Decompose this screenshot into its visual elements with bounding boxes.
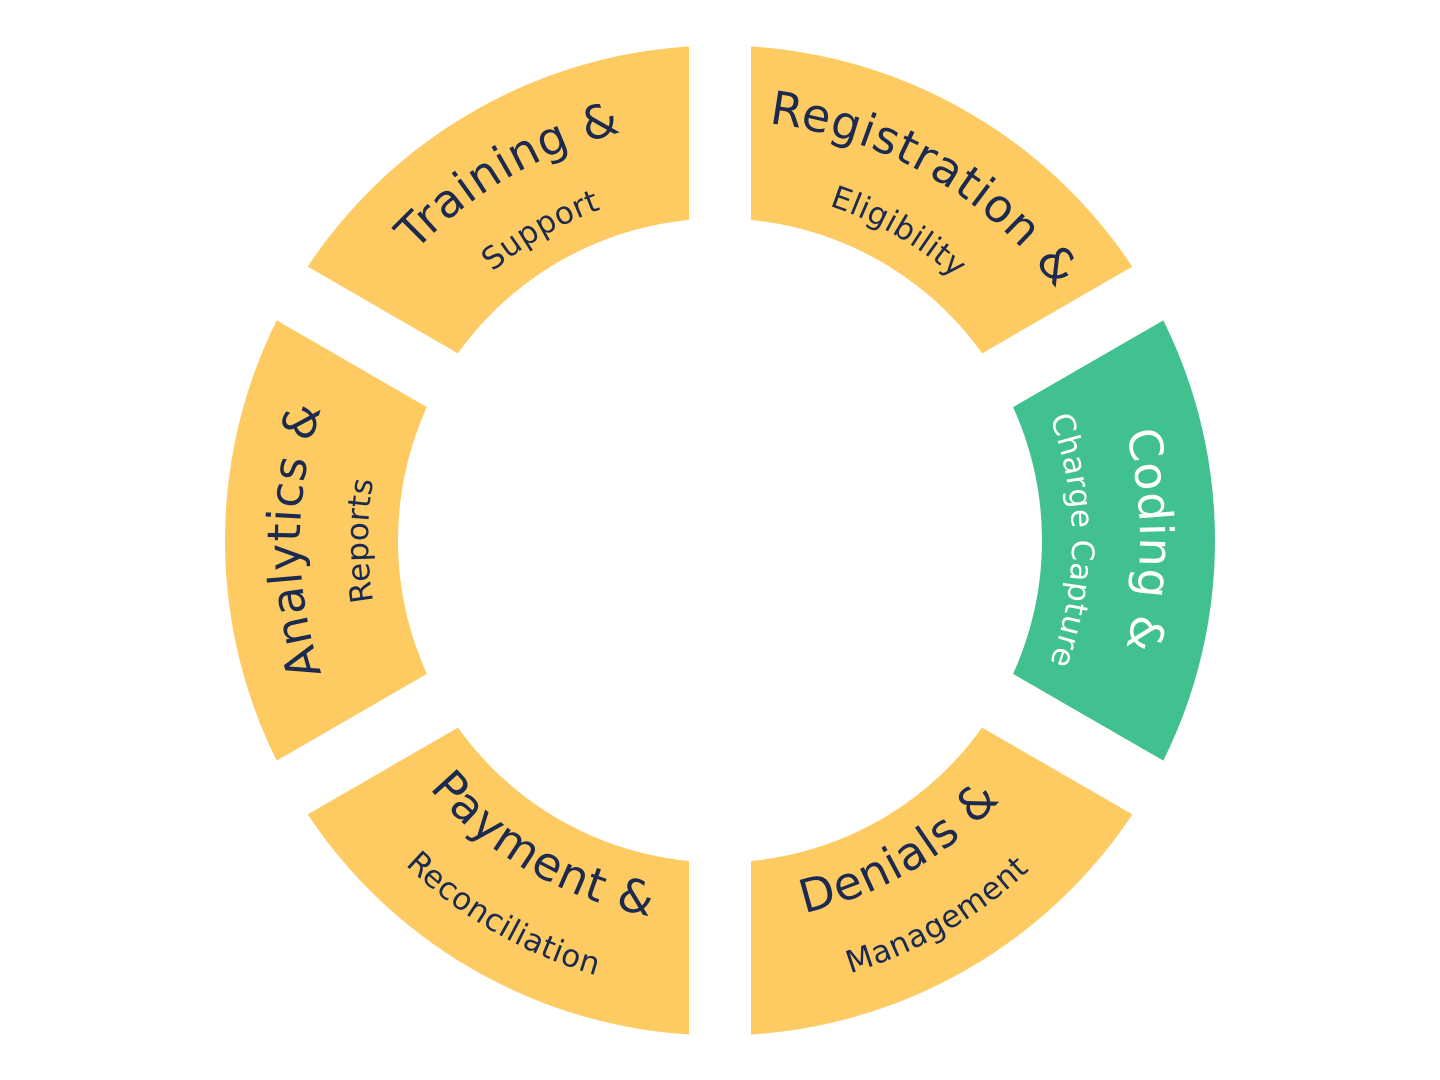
segment-analytics xyxy=(225,293,442,788)
segment-coding xyxy=(998,293,1215,788)
segment-gap xyxy=(258,664,474,825)
segment-gap xyxy=(966,256,1182,417)
segment-gap xyxy=(258,256,474,417)
segment-registration xyxy=(720,45,1149,380)
segment-payment xyxy=(291,701,720,1036)
segment-gap xyxy=(966,664,1182,825)
segment-training xyxy=(291,45,720,380)
segment-denials xyxy=(720,701,1149,1036)
